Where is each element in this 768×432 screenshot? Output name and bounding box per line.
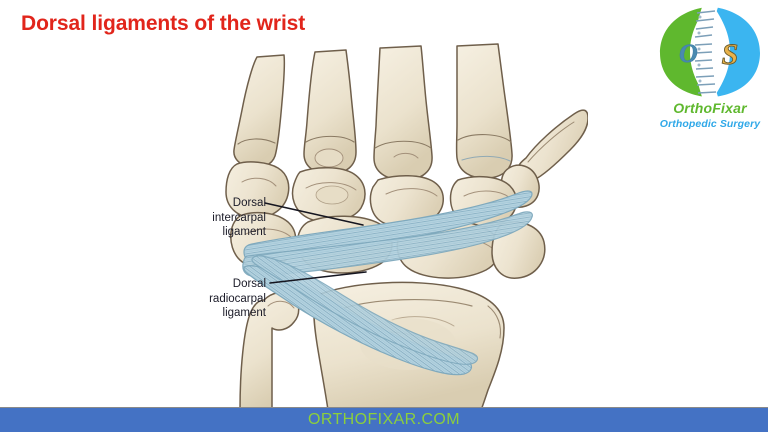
callout-line: Dorsal — [232, 197, 266, 209]
footer-bar: ORTHOFIXAR.COM — [0, 407, 768, 432]
callout-dorsal-radiocarpal-ligament: Dorsal radiocarpal ligament — [116, 277, 266, 321]
leader-line-intercarpal — [264, 202, 364, 226]
callout-line: ligament — [222, 307, 266, 319]
page-title: Dorsal ligaments of the wrist — [21, 12, 306, 35]
logo-wordmark: OrthoFixar — [673, 100, 747, 116]
svg-text:S: S — [722, 38, 739, 71]
footer-website-label[interactable]: ORTHOFIXAR.COM — [308, 411, 460, 428]
callout-dorsal-intercarpal-ligament: Dorsal intercarpal ligament — [116, 196, 266, 240]
leader-line-radiocarpal — [269, 271, 367, 284]
callout-line: radiocarpal — [209, 292, 266, 305]
wrist-dorsal-ligaments-illustration — [196, 38, 588, 410]
logo-mark-icon: O S — [656, 4, 764, 100]
callout-line: intercarpal — [212, 211, 266, 224]
orthofixar-logo[interactable]: O S OrthoFixar Orthopedic Surgery — [656, 4, 764, 144]
callout-line: Dorsal — [232, 278, 266, 290]
svg-text:O: O — [679, 39, 698, 68]
logo-subwordmark: Orthopedic Surgery — [659, 118, 761, 130]
callout-line: ligament — [222, 226, 266, 238]
